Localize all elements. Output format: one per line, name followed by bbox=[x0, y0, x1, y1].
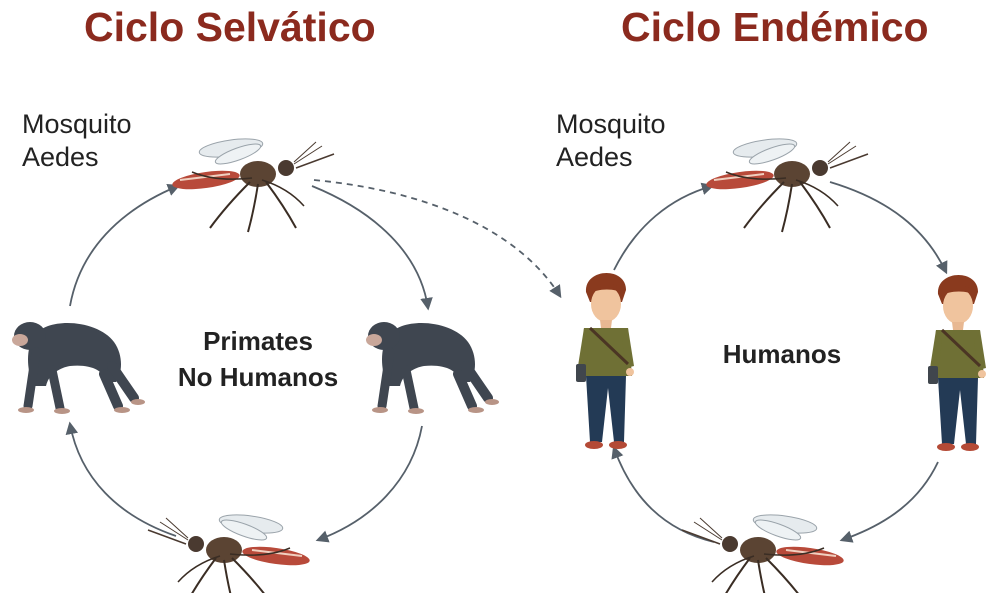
selvatic-cycle-title: Ciclo Selvático bbox=[84, 4, 376, 50]
mosquito-label-endemic: Mosquito Aedes bbox=[556, 108, 666, 174]
mosquito-label-line2: Aedes bbox=[556, 142, 633, 172]
mosquito-icon-bottom-left bbox=[146, 510, 312, 593]
human-icon-right bbox=[926, 273, 987, 453]
mosquito-icon-bottom-right bbox=[681, 510, 846, 593]
endemic-cycle-title: Ciclo Endémico bbox=[621, 4, 929, 50]
spillover-dashed-arrow bbox=[313, 179, 562, 299]
mosquito-label-line2: Aedes bbox=[22, 142, 99, 172]
host-label-line2: No Humanos bbox=[177, 362, 339, 392]
mosquito-label-line1: Mosquito bbox=[22, 109, 132, 139]
mosquito-icon-top-left bbox=[170, 134, 335, 233]
chimpanzee-icon-left bbox=[12, 322, 145, 414]
arrow-human-to-mosquito bbox=[613, 182, 715, 271]
mosquito-label-selvatic: Mosquito Aedes bbox=[22, 108, 132, 174]
host-label-line1: Humanos bbox=[722, 339, 842, 369]
arrow-mosquito-to-human bbox=[829, 181, 948, 275]
human-icon-left bbox=[574, 271, 636, 451]
mosquito-label-line1: Mosquito bbox=[556, 109, 666, 139]
mosquito-icon-top-right bbox=[704, 134, 869, 233]
endemic-host-label: Humanos bbox=[672, 336, 892, 372]
arrow-mosquito-to-left-primate bbox=[65, 421, 177, 537]
selvatic-host-label: Primates No Humanos bbox=[148, 323, 368, 395]
arrow-mosquito-to-left-human bbox=[611, 445, 715, 543]
chimpanzee-icon-right bbox=[366, 322, 499, 414]
host-label-line1: Primates bbox=[203, 326, 313, 356]
arrow-mosquito-to-primate bbox=[311, 185, 433, 311]
arrow-left-up bbox=[69, 184, 181, 307]
arrow-primate-to-mosquito bbox=[315, 425, 423, 543]
arrow-right-human-to-mosquito bbox=[839, 461, 939, 543]
